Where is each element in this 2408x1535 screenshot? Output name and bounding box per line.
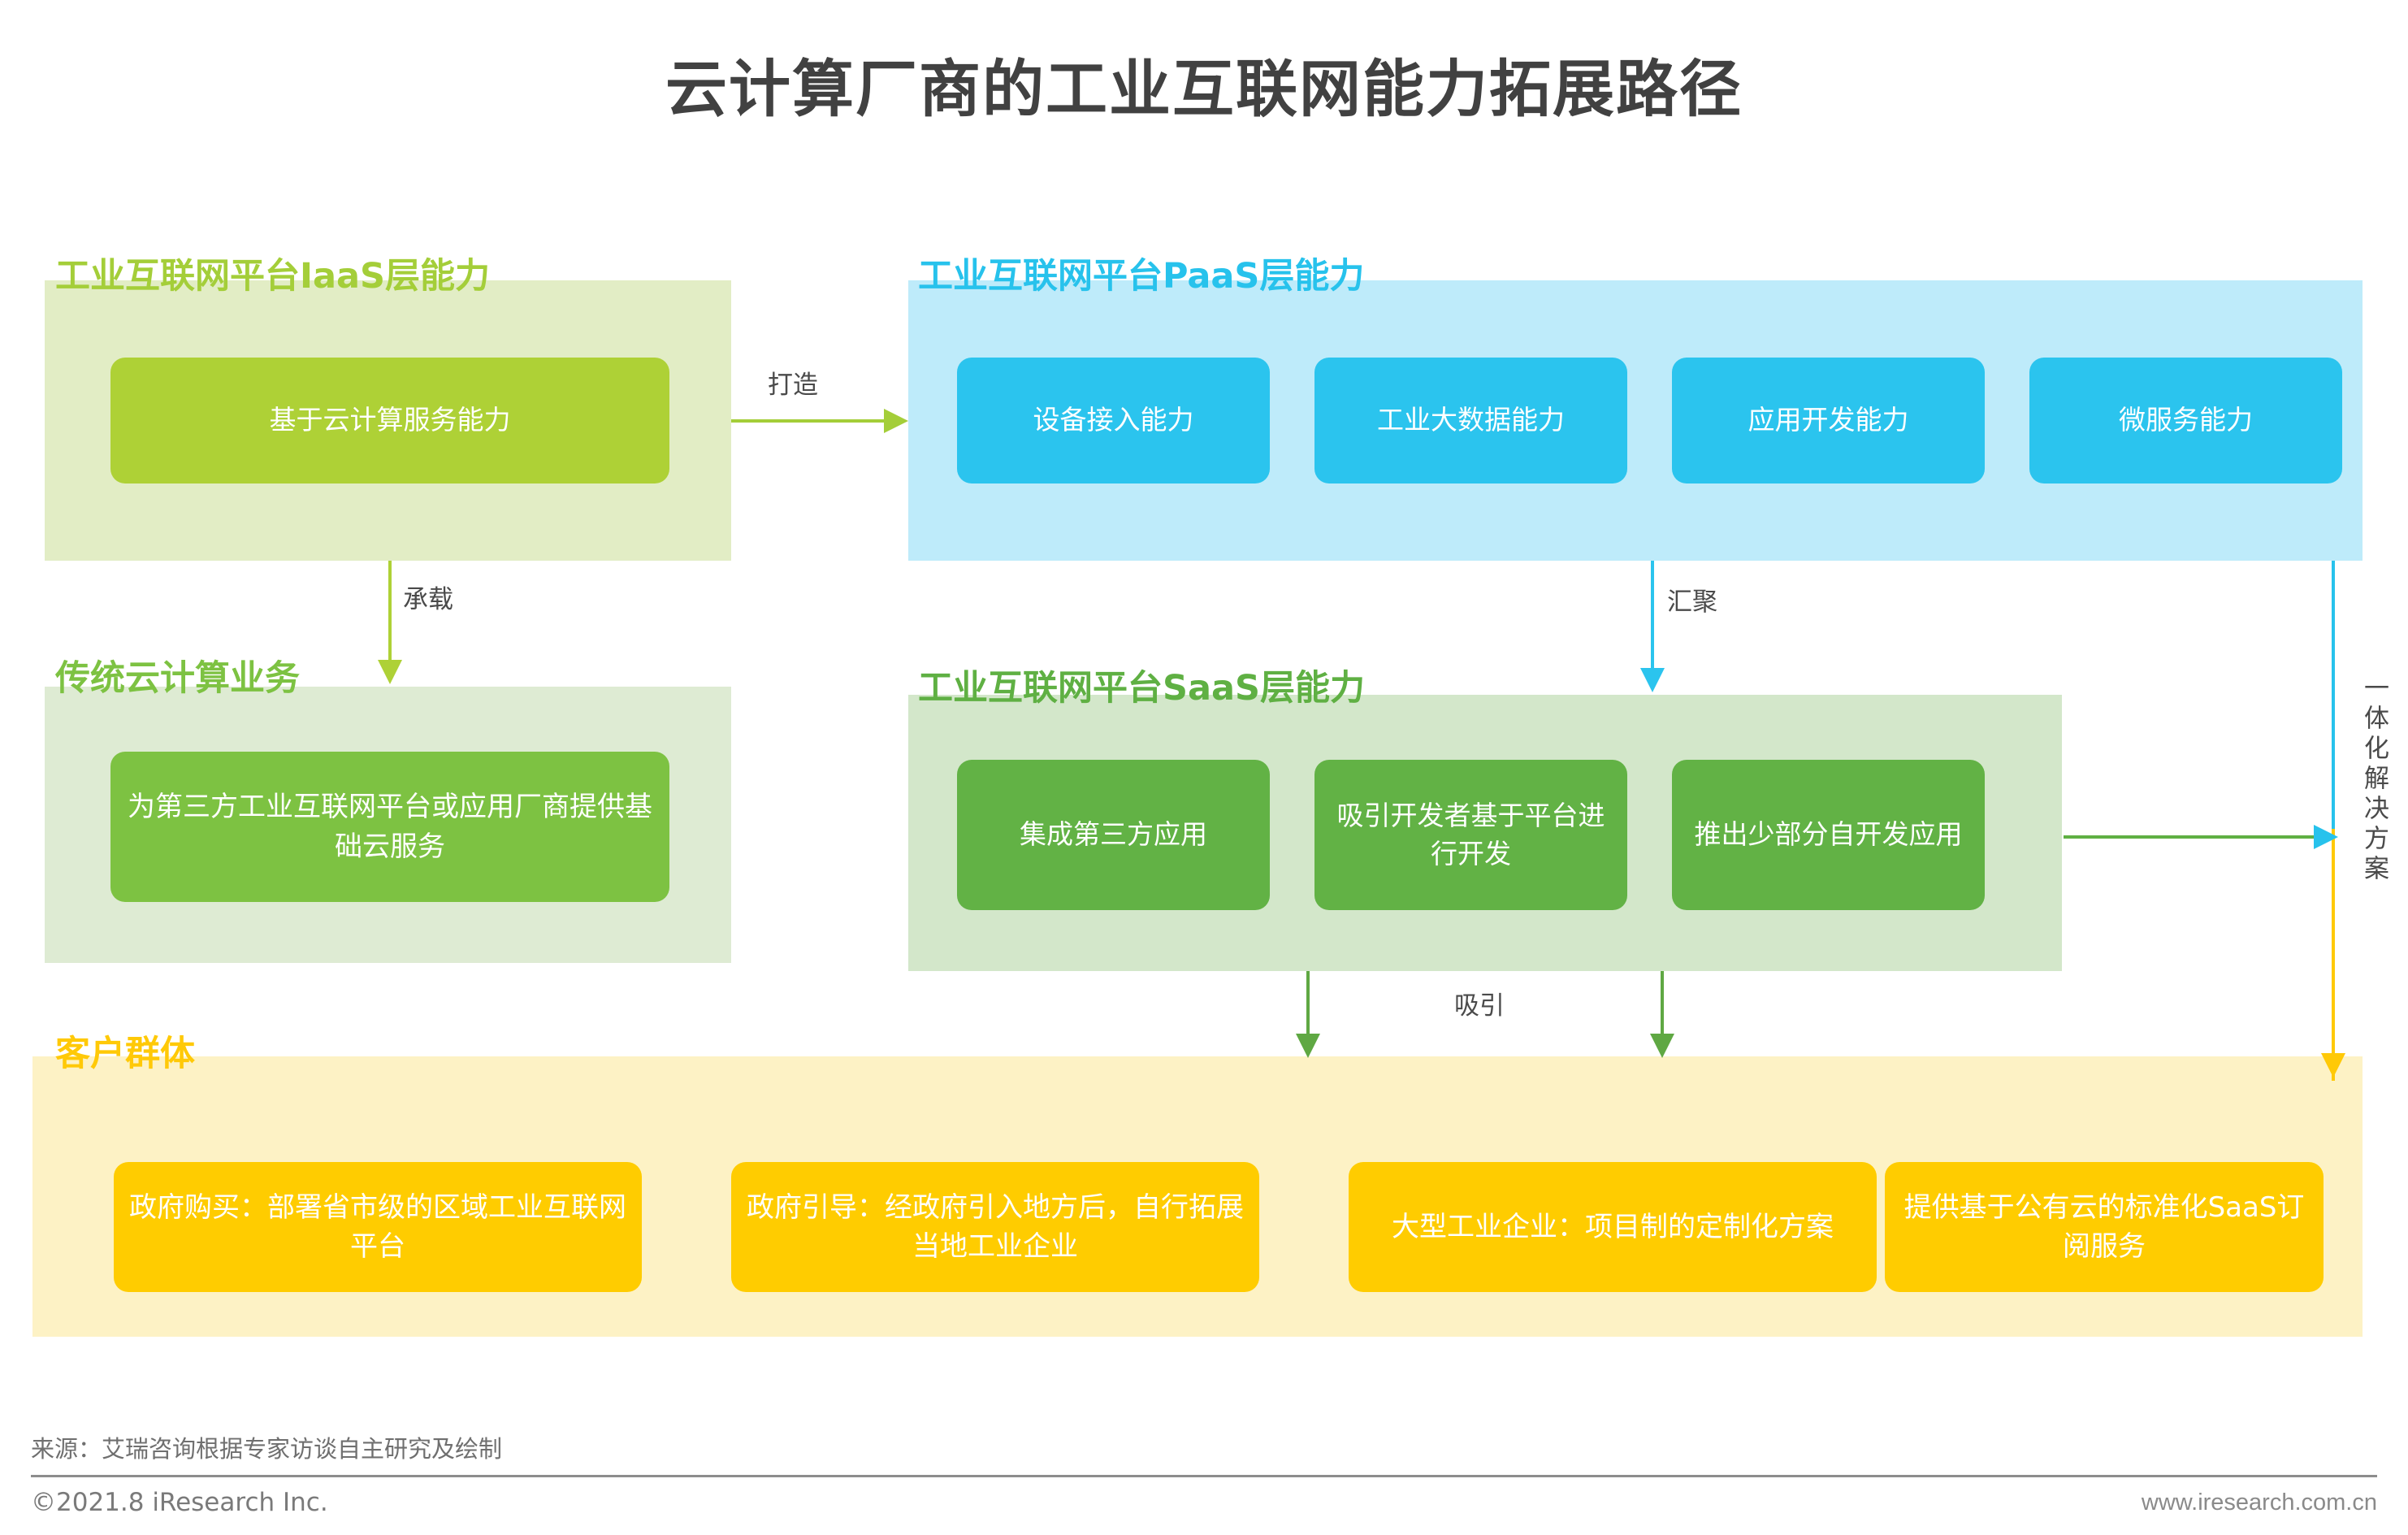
- connector-saas-to-customers-arrowhead-right: [1650, 1034, 1674, 1058]
- saas-capability-box-1[interactable]: 集成第三方应用: [957, 760, 1270, 910]
- customer-box-2[interactable]: 政府引导：经政府引入地方后，自行拓展当地工业企业: [731, 1162, 1259, 1292]
- traditional-cloud-box[interactable]: 为第三方工业互联网平台或应用厂商提供基础云服务: [110, 752, 669, 902]
- website-url: www.iresearch.com.cn: [2141, 1489, 2377, 1515]
- saas-capability-box-3[interactable]: 推出少部分自开发应用: [1672, 760, 1985, 910]
- customer-box-1[interactable]: 政府购买：部署省市级的区域工业互联网平台: [114, 1162, 642, 1292]
- paas-capability-box-1[interactable]: 设备接入能力: [957, 358, 1270, 483]
- connector-iaas-to-traditional-arrowhead: [378, 660, 402, 684]
- customer-box-3[interactable]: 大型工业企业：项目制的定制化方案: [1349, 1162, 1877, 1292]
- saas-capability-label-3: 推出少部分自开发应用: [1694, 818, 1963, 851]
- section-header-paas: 工业互联网平台PaaS层能力: [918, 256, 1365, 297]
- paas-capability-box-2[interactable]: 工业大数据能力: [1314, 358, 1627, 483]
- customer-label-2: 政府引导：经政府引入地方后，自行拓展当地工业企业: [747, 1190, 1244, 1263]
- saas-capability-label-2: 吸引开发者基于平台进行开发: [1336, 799, 1605, 869]
- connector-iaas-to-paas-line: [731, 419, 886, 423]
- connector-saas-to-integrated-arrowhead: [2314, 825, 2338, 849]
- iaas-capability-label: 基于云计算服务能力: [269, 404, 511, 436]
- connector-iaas-to-traditional-line: [388, 561, 392, 662]
- saas-capability-label-1: 集成第三方应用: [1020, 818, 1207, 851]
- connector-label-integrated-solution: 一体化解决方案: [2359, 674, 2389, 885]
- connector-saas-to-customers-line-left: [1306, 971, 1310, 1036]
- connector-paas-to-saas-line: [1651, 561, 1654, 670]
- copyright-text: ©2021.8 iResearch Inc.: [31, 1488, 328, 1517]
- saas-capability-box-2[interactable]: 吸引开发者基于平台进行开发: [1314, 760, 1627, 910]
- connector-saas-to-customers-line-right: [1661, 971, 1664, 1036]
- connector-paas-to-saas-arrowhead: [1640, 668, 1665, 692]
- connector-integrated-trunk-top: [2332, 561, 2335, 1077]
- section-header-customers: 客户群体: [55, 1034, 195, 1074]
- connector-integrated-trunk-arrowhead: [2321, 1053, 2345, 1078]
- paas-capability-label-2: 工业大数据能力: [1377, 404, 1565, 436]
- customer-label-1: 政府购买：部署省市级的区域工业互联网平台: [129, 1190, 626, 1263]
- paas-capability-label-4: 微服务能力: [2119, 404, 2253, 436]
- customer-label-4: 提供基于公有云的标准化SaaS订阅服务: [1903, 1190, 2305, 1263]
- section-header-iaas: 工业互联网平台IaaS层能力: [55, 256, 491, 297]
- customer-box-4[interactable]: 提供基于公有云的标准化SaaS订阅服务: [1885, 1162, 2324, 1292]
- paas-capability-label-1: 设备接入能力: [1033, 404, 1194, 436]
- section-header-traditional: 传统云计算业务: [55, 658, 300, 699]
- connector-iaas-to-paas-arrowhead: [884, 409, 908, 433]
- page-title: 云计算厂商的工业互联网能力拓展路径: [665, 53, 1743, 125]
- paas-capability-box-4[interactable]: 微服务能力: [2029, 358, 2342, 483]
- connector-label-attract: 吸引: [1454, 991, 1505, 1021]
- paas-capability-label-3: 应用开发能力: [1748, 404, 1909, 436]
- connector-label-aggregate: 汇聚: [1667, 588, 1717, 617]
- connector-integrated-trunk-bottom: [2332, 829, 2335, 1081]
- traditional-cloud-label: 为第三方工业互联网平台或应用厂商提供基础云服务: [128, 791, 652, 863]
- connector-saas-to-integrated-line: [2064, 835, 2315, 839]
- connector-saas-to-customers-arrowhead-left: [1296, 1034, 1320, 1058]
- section-header-saas: 工业互联网平台SaaS层能力: [918, 668, 1365, 709]
- customer-label-3: 大型工业企业：项目制的定制化方案: [1392, 1210, 1834, 1243]
- connector-label-create: 打造: [768, 371, 818, 400]
- source-note: 来源：艾瑞咨询根据专家访谈自主研究及绘制: [31, 1435, 503, 1463]
- connector-label-carry: 承载: [403, 585, 453, 614]
- iaas-capability-box[interactable]: 基于云计算服务能力: [110, 358, 669, 483]
- paas-capability-box-3[interactable]: 应用开发能力: [1672, 358, 1985, 483]
- footer-divider: [31, 1475, 2377, 1477]
